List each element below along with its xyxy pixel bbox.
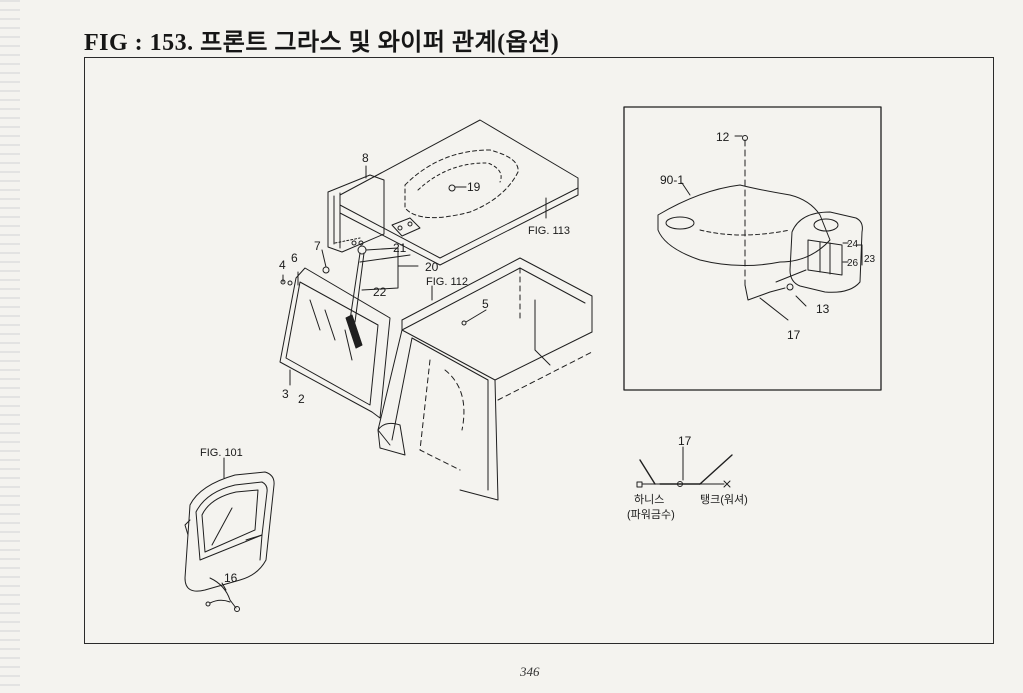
reference-fig-112: FIG. 112 — [426, 276, 468, 288]
washer-tank-panel — [657, 184, 831, 267]
door — [184, 471, 275, 592]
callout-13: 13 — [816, 302, 830, 316]
callout-20: 20 — [425, 260, 439, 274]
callout-6: 6 — [291, 251, 298, 265]
callout-24: 24 — [847, 239, 859, 250]
hose-left-sublabel: (파워금수) — [627, 508, 675, 521]
reference-fig-113: FIG. 113 — [528, 225, 570, 237]
callout-22: 22 — [373, 285, 387, 299]
callout-26: 26 — [847, 258, 859, 269]
callout-17-inset: 17 — [787, 328, 801, 342]
wiper-arm — [322, 245, 367, 349]
cab-frame — [377, 257, 593, 501]
callout-23: 23 — [864, 254, 876, 265]
callout-4: 4 — [279, 258, 286, 272]
callout-3: 3 — [282, 387, 289, 401]
callout-17-hose: 17 — [678, 434, 692, 448]
callout-19: 19 — [467, 180, 481, 194]
diagram-frame — [84, 57, 994, 644]
callout-21: 21 — [393, 241, 407, 255]
washer-tank — [775, 211, 863, 293]
callout-2: 2 — [298, 392, 305, 406]
callout-8: 8 — [362, 151, 369, 165]
callout-12: 12 — [716, 130, 730, 144]
callout-7: 7 — [314, 239, 321, 253]
callout-16: 16 — [224, 571, 238, 585]
hose-right-label: 탱크(워셔) — [700, 493, 748, 506]
washer-nozzle — [205, 577, 240, 612]
washer-tank-inset — [623, 106, 882, 391]
page-binding-edge — [0, 0, 20, 693]
wiper-bracket — [327, 174, 385, 253]
reference-fig-101: FIG. 101 — [200, 447, 243, 459]
hose-detail — [636, 454, 733, 488]
page-title: FIG : 153. 프론트 그라스 및 와이퍼 관계(옵션) — [84, 30, 560, 56]
callout-5: 5 — [482, 297, 489, 311]
hose-left-label: 하니스 — [634, 492, 664, 506]
roof-panel — [339, 119, 579, 266]
callout-90-1: 90-1 — [660, 173, 684, 187]
front-glass — [279, 267, 391, 419]
page-number: 346 — [520, 664, 540, 679]
